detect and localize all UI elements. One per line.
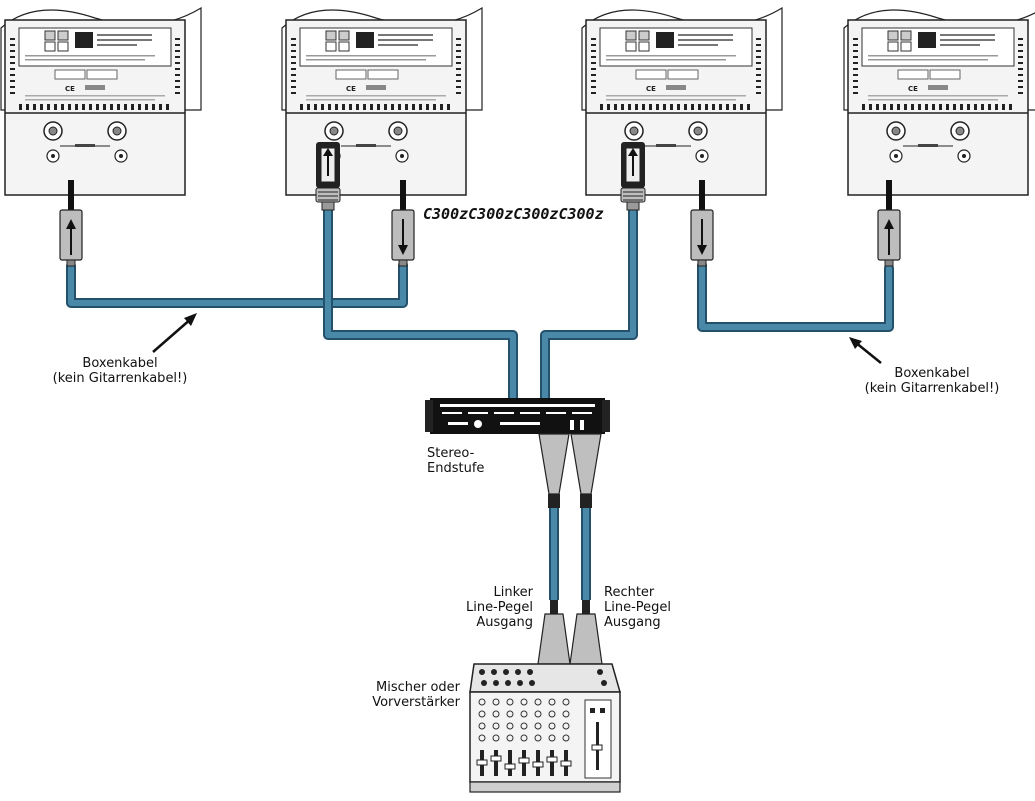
amp-label-line1: Stereo- xyxy=(427,446,475,461)
amp-label: Stereo- Endstufe xyxy=(427,446,484,476)
cable-label-right: Boxenkabel (kein Gitarrenkabel!) xyxy=(842,366,1022,396)
label-pointer-left xyxy=(152,313,197,353)
left-output-label-line3: Ausgang xyxy=(476,615,533,630)
amp-output-cable-right xyxy=(540,205,638,403)
amp-xlr-left xyxy=(538,433,570,509)
left-output-label: Linker Line-Pegel Ausgang xyxy=(420,585,533,630)
right-output-label: Rechter Line-Pegel Ausgang xyxy=(604,585,671,630)
right-output-label-line2: Line-Pegel xyxy=(604,600,672,615)
mixer xyxy=(469,600,621,793)
speaker-2 xyxy=(281,7,483,196)
mixer-label-line1: Mischer oder xyxy=(375,680,460,695)
label-pointer-right xyxy=(849,337,882,364)
speakon-plug-speaker-3 xyxy=(620,141,646,211)
cable-label-right-line1: Boxenkabel xyxy=(894,366,970,381)
speaker-cable-right xyxy=(697,260,894,332)
amp-label-line2: Endstufe xyxy=(427,461,485,476)
left-output-label-line2: Line-Pegel xyxy=(465,600,533,615)
mixer-xlr-left xyxy=(537,600,571,665)
cable-label-left: Boxenkabel (kein Gitarrenkabel!) xyxy=(40,356,200,386)
stereo-power-amp xyxy=(425,398,610,434)
amp-output-cable-left xyxy=(323,205,518,403)
left-output-label-line1: Linker xyxy=(493,585,533,600)
speaker-3 xyxy=(581,7,783,196)
cable-label-left-line1: Boxenkabel xyxy=(82,356,158,371)
mixer-xlr-right xyxy=(569,600,603,665)
speaker-cable-left xyxy=(66,260,408,308)
mixer-label: Mischer oder Vorverstärker xyxy=(350,680,460,710)
cable-label-left-line2: (kein Gitarrenkabel!) xyxy=(52,371,188,386)
speaker-4 xyxy=(843,7,1035,196)
right-output-label-line3: Ausgang xyxy=(604,615,661,630)
right-output-label-line1: Rechter xyxy=(604,585,655,600)
speaker-model-label: C300zC300zC300zC300z xyxy=(423,205,604,223)
amp-xlr-right xyxy=(570,433,602,509)
cable-label-right-line2: (kein Gitarrenkabel!) xyxy=(864,381,1000,396)
speakon-plug-speaker-2 xyxy=(315,141,341,211)
speaker-1 xyxy=(0,7,202,196)
mixer-label-line2: Vorverstärker xyxy=(372,695,460,710)
